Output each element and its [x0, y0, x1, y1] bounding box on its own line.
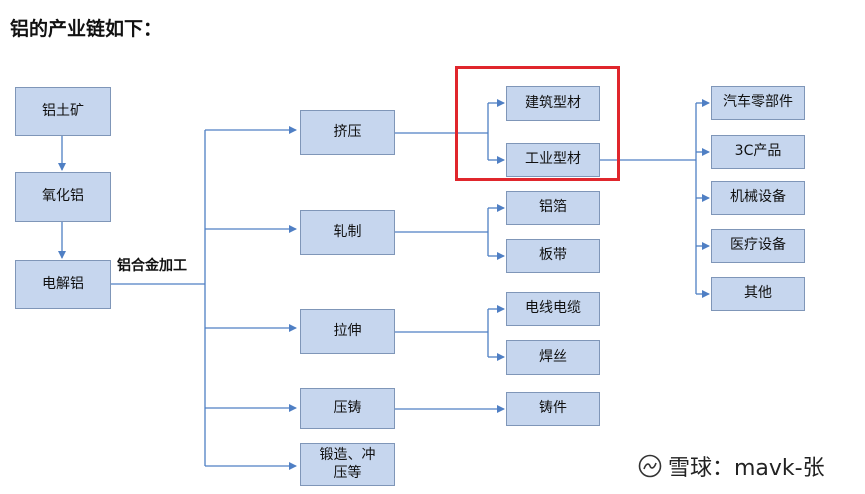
- node-bauxite: 铝土矿: [15, 87, 111, 136]
- node-electrolytic-aluminum: 电解铝: [15, 260, 111, 309]
- watermark: 雪球：mavk-张: [638, 450, 825, 482]
- node-alumina: 氧化铝: [15, 172, 111, 222]
- node-aluminum-foil: 铝箔: [506, 191, 600, 225]
- node-casting: 铸件: [506, 392, 600, 426]
- node-welding-wire: 焊丝: [506, 340, 600, 375]
- node-industrial-profile: 工业型材: [506, 143, 600, 177]
- node-3c-products: 3C产品: [711, 135, 805, 169]
- node-extrusion: 挤压: [300, 110, 395, 155]
- node-plate-strip: 板带: [506, 239, 600, 273]
- node-drawing: 拉伸: [300, 309, 395, 354]
- snowball-logo-icon: [638, 454, 662, 478]
- label-alloy-processing: 铝合金加工: [117, 258, 187, 274]
- highlight-frame: [455, 66, 620, 181]
- node-forging-stamping: 锻造、冲压等: [300, 443, 395, 486]
- node-machinery: 机械设备: [711, 181, 805, 215]
- node-other: 其他: [711, 277, 805, 311]
- node-wire-cable: 电线电缆: [506, 292, 600, 326]
- watermark-text: 雪球：mavk-张: [668, 456, 825, 481]
- node-building-profile: 建筑型材: [506, 86, 600, 121]
- node-medical-equipment: 医疗设备: [711, 229, 805, 263]
- node-rolling: 轧制: [300, 210, 395, 255]
- page-title: 铝的产业链如下：: [10, 18, 163, 40]
- node-die-casting: 压铸: [300, 388, 395, 429]
- node-auto-parts: 汽车零部件: [711, 86, 805, 120]
